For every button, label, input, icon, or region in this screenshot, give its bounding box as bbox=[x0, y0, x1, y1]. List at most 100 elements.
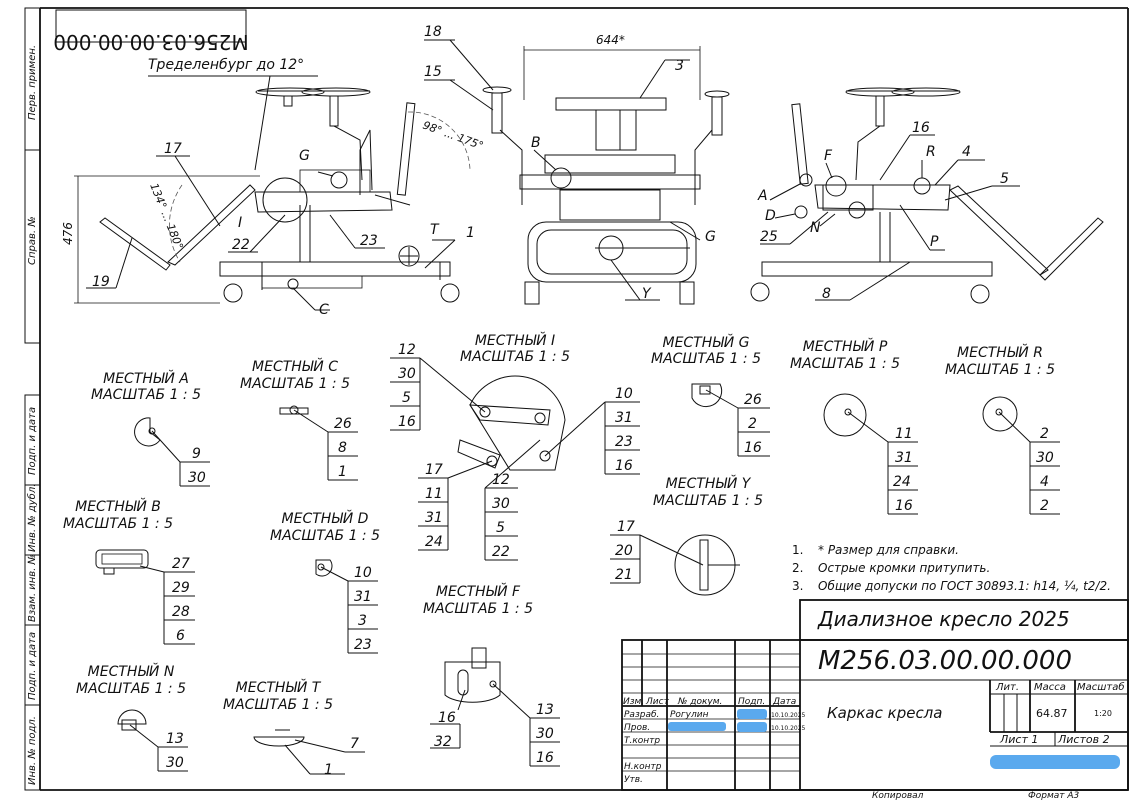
detail-D-part-3: 3 bbox=[358, 613, 367, 629]
detail-F-right-3: 16 bbox=[536, 750, 554, 766]
balloon-G-front: G bbox=[705, 229, 716, 245]
detail-G-scale: МАСШТАБ 1 : 5 bbox=[651, 351, 761, 367]
detail-P-part-4: 16 bbox=[895, 498, 913, 514]
balloon-D: D bbox=[765, 208, 776, 224]
strip-label-orig-inv: Инв. № подл. bbox=[27, 716, 38, 785]
lit-label: Лит. bbox=[995, 682, 1019, 693]
detail-A: МЕСТНЫЙ А МАСШТАБ 1 : 5 9 30 bbox=[91, 369, 210, 487]
note-1-num: 1. bbox=[792, 543, 803, 557]
balloon-5: 5 bbox=[1000, 171, 1009, 187]
detail-D-title: МЕСТНЫЙ D bbox=[282, 509, 369, 527]
width-dimension: 644* bbox=[596, 33, 625, 47]
note-3-text: Общие допуски по ГОСТ 30893.1: h14, ¼, t… bbox=[818, 579, 1111, 593]
balloon-8: 8 bbox=[822, 286, 831, 302]
strip-label-ref-no: Справ. № bbox=[27, 216, 38, 265]
role-checker: Пров. bbox=[624, 723, 650, 733]
detail-D-part-1: 10 bbox=[354, 565, 372, 581]
detail-F-left-2: 32 bbox=[434, 734, 452, 750]
detail-P-part-2: 31 bbox=[895, 450, 913, 466]
detail-Y: МЕСТНЫЙ Y МАСШТАБ 1 : 5 17 20 21 bbox=[610, 474, 763, 596]
detail-A-part-1: 9 bbox=[192, 446, 201, 462]
balloon-25: 25 bbox=[760, 229, 778, 245]
detail-B-part-3: 28 bbox=[172, 604, 190, 620]
balloon-Y: Y bbox=[642, 286, 652, 302]
balloon-P: P bbox=[930, 234, 939, 250]
detail-C-scale: МАСШТАБ 1 : 5 bbox=[240, 376, 350, 392]
scale-value: 1:20 bbox=[1094, 709, 1112, 718]
detail-B-scale: МАСШТАБ 1 : 5 bbox=[63, 516, 173, 532]
detail-F-right-1: 13 bbox=[536, 702, 554, 718]
detail-I-c-3: 31 bbox=[425, 510, 443, 526]
angle-back-label: 98° ... 175° bbox=[421, 119, 485, 153]
detail-T-title: МЕСТНЫЙ T bbox=[236, 678, 322, 696]
detail-I-a-1: 12 bbox=[398, 342, 416, 358]
detail-C-part-3: 1 bbox=[338, 464, 347, 480]
redacted-sign-1 bbox=[737, 709, 767, 719]
detail-T-part-1: 7 bbox=[350, 736, 359, 752]
detail-B-title: МЕСТНЫЙ В bbox=[75, 497, 161, 515]
mass-value: 64.87 bbox=[1036, 707, 1068, 720]
technical-notes: 1. * Размер для справки. 2. Острые кромк… bbox=[792, 543, 1111, 593]
balloon-I: I bbox=[238, 215, 242, 231]
strip-label-sign-date-1: Подп. и дата bbox=[27, 407, 38, 475]
side-view-right: 16 R 4 5 F A D 25 N P 8 bbox=[750, 87, 1104, 304]
detail-N-title: МЕСТНЫЙ N bbox=[88, 662, 175, 680]
detail-T: МЕСТНЫЙ T МАСШТАБ 1 : 5 7 1 bbox=[223, 678, 365, 778]
detail-C-part-1: 26 bbox=[334, 416, 352, 432]
detail-P-title: МЕСТНЫЙ P bbox=[803, 337, 888, 355]
detail-N-part-1: 13 bbox=[166, 731, 184, 747]
role-tech-control: Т.контр bbox=[624, 736, 660, 746]
redacted-checker-name bbox=[668, 722, 726, 731]
trendelenburg-label: Тределенбург до 12° bbox=[148, 57, 304, 73]
mass-label: Масса bbox=[1034, 682, 1066, 693]
detail-I-d-2: 30 bbox=[492, 496, 510, 512]
detail-I-a-2: 30 bbox=[398, 366, 416, 382]
detail-N-scale: МАСШТАБ 1 : 5 bbox=[76, 681, 186, 697]
balloon-3: 3 bbox=[675, 58, 684, 74]
detail-P-part-1: 11 bbox=[895, 426, 913, 442]
strip-label-repl-inv: Взам. инв. № bbox=[27, 554, 38, 622]
detail-I-title: МЕСТНЫЙ I bbox=[475, 331, 555, 349]
developer-name: Рогулин bbox=[670, 710, 709, 720]
detail-B-part-2: 29 bbox=[172, 580, 190, 596]
hdr-date: Дата bbox=[772, 697, 796, 707]
note-2-num: 2. bbox=[792, 561, 803, 575]
detail-I-b-4: 16 bbox=[615, 458, 633, 474]
balloon-F: F bbox=[824, 148, 833, 164]
sheet-frame: Перв. примен. Справ. № Подп. и дата Инв.… bbox=[24, 7, 1129, 791]
sheet-number: Лист 1 bbox=[999, 733, 1038, 746]
note-2-text: Острые кромки притупить. bbox=[818, 561, 990, 575]
detail-I-b-3: 23 bbox=[615, 434, 633, 450]
balloon-T: T bbox=[430, 222, 440, 238]
detail-R-part-4: 2 bbox=[1040, 498, 1049, 514]
footer-format: Формат А3 bbox=[1028, 791, 1080, 800]
detail-I-c-4: 24 bbox=[425, 534, 443, 550]
detail-I-b-2: 31 bbox=[615, 410, 633, 426]
date-developer: 10.10.2025 bbox=[771, 712, 806, 719]
title-block: Диализное кресло 2025 М256.03.00.00.000 … bbox=[621, 599, 1129, 800]
detail-T-scale: МАСШТАБ 1 : 5 bbox=[223, 697, 333, 713]
balloon-22: 22 bbox=[232, 237, 250, 253]
detail-C: МЕСТНЫЙ С МАСШТАБ 1 : 5 26 8 1 bbox=[240, 357, 358, 481]
detail-R-part-2: 30 bbox=[1036, 450, 1054, 466]
strip-label-first-use: Перв. примен. bbox=[27, 45, 38, 120]
detail-P-part-3: 24 bbox=[893, 474, 911, 490]
mirrored-code-stamp: М256.03.00.00.000 bbox=[53, 9, 249, 54]
detail-I-c-2: 11 bbox=[425, 486, 443, 502]
balloon-19: 19 bbox=[92, 274, 110, 290]
balloon-16-right: 16 bbox=[912, 120, 930, 136]
hdr-doc: № докум. bbox=[677, 697, 722, 707]
detail-I-d-4: 22 bbox=[492, 544, 510, 560]
project-title: Диализное кресло 2025 bbox=[817, 607, 1070, 631]
balloon-15: 15 bbox=[424, 64, 442, 80]
detail-I-a-3: 5 bbox=[402, 390, 411, 406]
detail-I: МЕСТНЫЙ I МАСШТАБ 1 : 5 12 30 5 16 10 31… bbox=[390, 331, 640, 561]
detail-I-scale: МАСШТАБ 1 : 5 bbox=[460, 349, 570, 365]
detail-G-part-1: 26 bbox=[744, 392, 762, 408]
balloon-R: R bbox=[926, 144, 936, 160]
height-dimension: 476 bbox=[61, 222, 75, 245]
balloon-4: 4 bbox=[962, 144, 971, 160]
date-checker: 10.10.2025 bbox=[771, 725, 806, 732]
detail-I-a-4: 16 bbox=[398, 414, 416, 430]
mirrored-code-text: М256.03.00.00.000 bbox=[53, 30, 248, 54]
